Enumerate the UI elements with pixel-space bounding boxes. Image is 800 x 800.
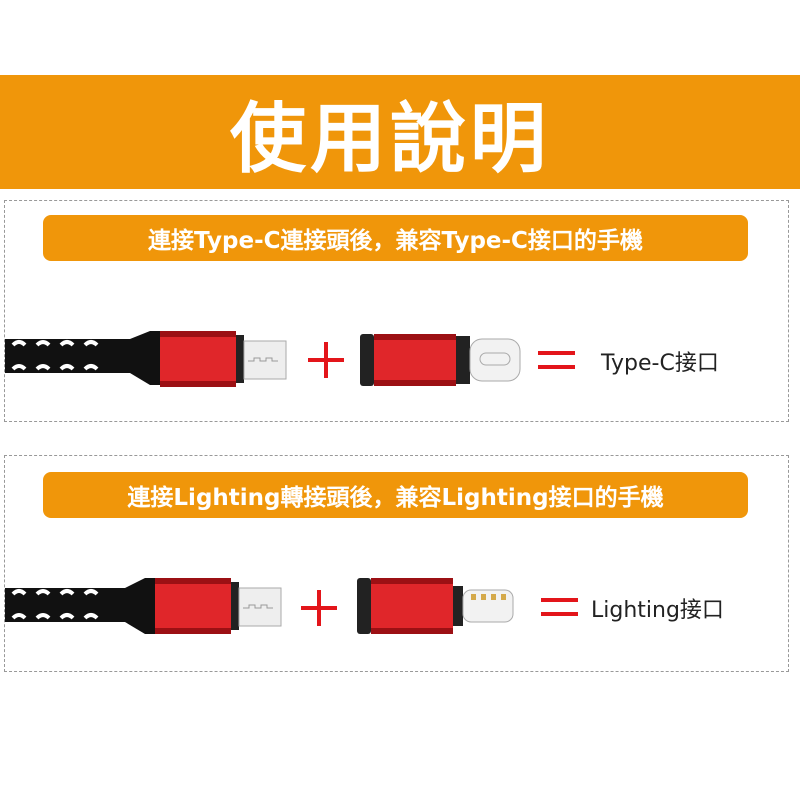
- type-c-section: 連接Type-C連接頭後，兼容Type-C接口的手機: [4, 200, 789, 422]
- equals-sign: [538, 351, 575, 369]
- micro-usb-cable-image: [5, 331, 287, 387]
- result-label: Type-C接口: [601, 351, 719, 376]
- title-banner: 使用說明: [0, 75, 800, 189]
- type-c-adapter-image: [360, 334, 521, 386]
- lighting-diagram: Lighting接口: [5, 556, 790, 656]
- micro-usb-cable-image: [5, 578, 282, 634]
- lighting-adapter-image: [357, 578, 514, 634]
- result-label: Lighting接口: [591, 598, 724, 623]
- lighting-section: 連接Lighting轉接頭後，兼容Lighting接口的手機: [4, 455, 789, 672]
- plus-sign: [301, 590, 337, 626]
- section-caption: 連接Lighting轉接頭後，兼容Lighting接口的手機: [43, 472, 748, 518]
- section-caption: 連接Type-C連接頭後，兼容Type-C接口的手機: [43, 215, 748, 261]
- equals-sign: [541, 598, 578, 616]
- page-title: 使用說明: [230, 94, 550, 183]
- type-c-diagram: Type-C接口: [5, 309, 790, 409]
- plus-sign: [308, 342, 344, 378]
